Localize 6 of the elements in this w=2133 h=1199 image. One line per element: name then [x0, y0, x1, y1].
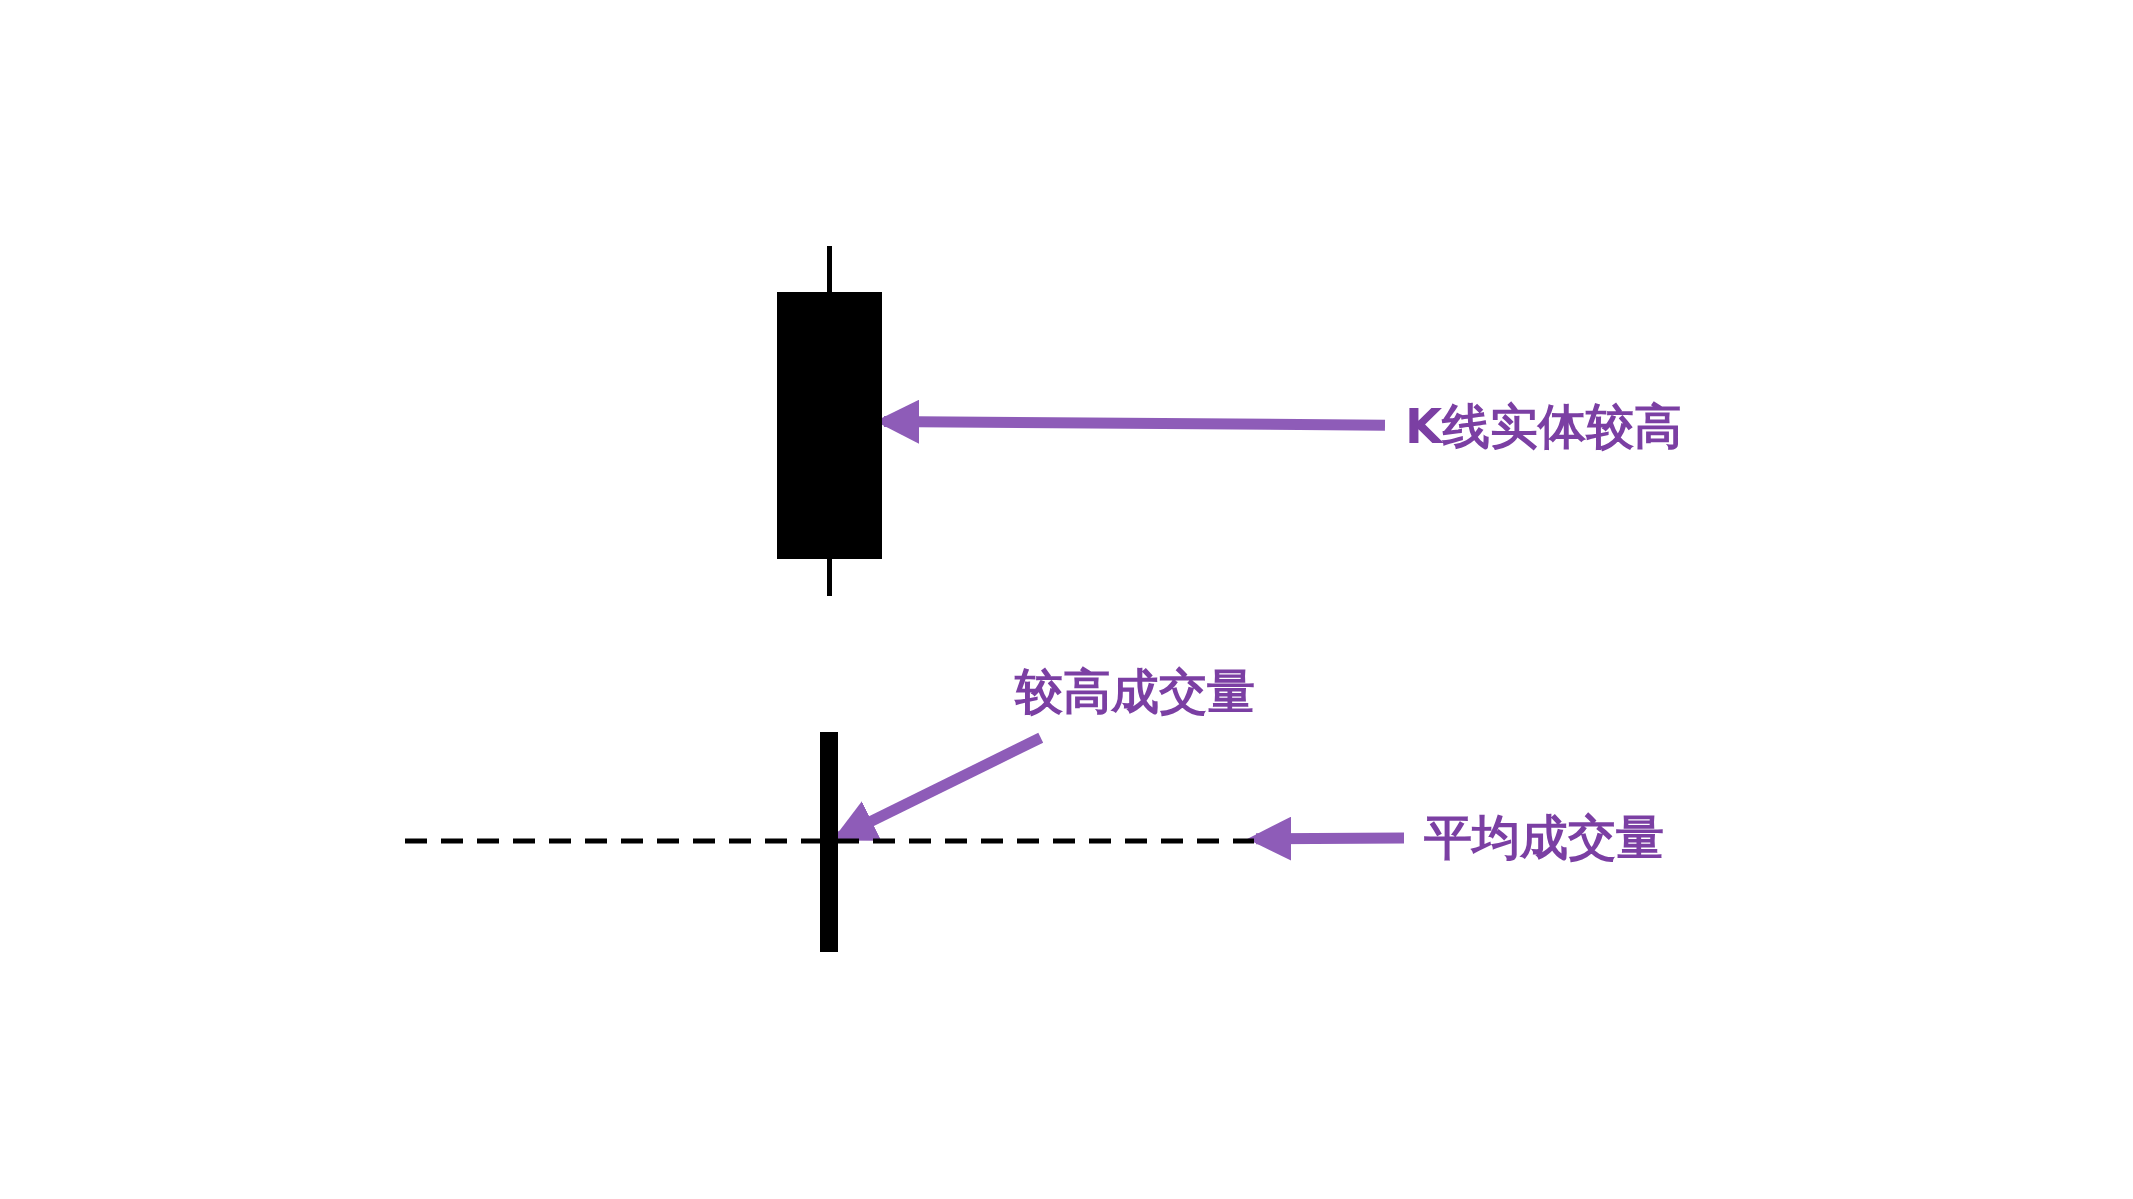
callout-text: K线实体较高 [1405, 400, 1683, 453]
arrow [1247, 816, 1405, 861]
callout-text: 较高成交量 [1015, 665, 1255, 718]
volume-bar [820, 732, 838, 952]
callout-text: 平均成交量 [1424, 811, 1664, 864]
candlestick-drawing [777, 246, 882, 596]
